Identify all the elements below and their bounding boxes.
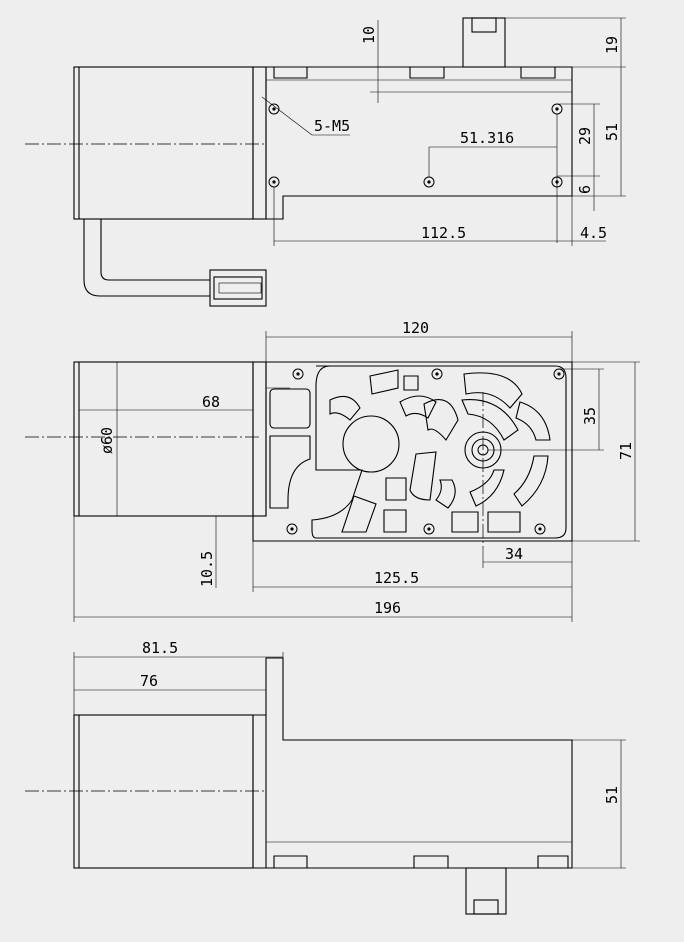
top-gearbox: [265, 66, 573, 220]
rib-13: [385, 477, 407, 501]
rib-6: [463, 372, 523, 409]
bottom-shaft-key: [473, 899, 499, 915]
rib-4: [399, 395, 437, 419]
rib-left-bottom: [269, 435, 311, 509]
label-5m5: 5-M5: [314, 117, 350, 135]
m5-hole-1: [268, 103, 280, 115]
front-hole-5: [423, 523, 435, 535]
connector-body: [213, 276, 263, 300]
top-slot-1: [273, 67, 308, 79]
rib-frame: [311, 365, 567, 539]
label-35: 35: [581, 407, 599, 425]
top-view: [25, 17, 626, 307]
label-105: 10.5: [198, 551, 216, 587]
label-19: 19: [603, 36, 621, 54]
leader-5m5: [261, 96, 313, 136]
label-1255: 125.5: [374, 569, 419, 587]
bottom-slot-2: [413, 855, 449, 868]
rib-17: [487, 511, 521, 533]
bottom-flange: [252, 714, 267, 869]
label-120: 120: [402, 319, 429, 337]
gear-ring-left: [342, 415, 400, 473]
top-slot-2: [409, 67, 445, 79]
rib-10: [469, 469, 505, 507]
connector-housing: [209, 269, 267, 307]
bottom-motor-body: [73, 714, 254, 869]
front-flange: [252, 361, 267, 517]
label-196: 196: [374, 599, 401, 617]
rib-9: [513, 455, 549, 507]
label-29: 29: [576, 127, 594, 145]
bottom-slot-3: [537, 855, 569, 868]
label-51-bottom: 51: [603, 786, 621, 804]
label-10: 10: [360, 26, 378, 44]
bottom-output-shaft: [465, 867, 507, 915]
front-hole-1: [292, 368, 304, 380]
rib-15: [383, 509, 407, 533]
rib-11: [435, 479, 456, 509]
rib-5: [423, 399, 459, 441]
label-6: 6: [576, 185, 594, 194]
label-68: 68: [202, 393, 220, 411]
rib-8: [515, 401, 551, 441]
rib-12: [409, 451, 437, 501]
label-51-top: 51: [603, 123, 621, 141]
top-shaft-key: [471, 17, 497, 33]
rib-7: [461, 399, 519, 441]
label-51316: 51.316: [460, 129, 514, 147]
label-34: 34: [505, 545, 523, 563]
dimension-labels: 10 19 5-M5 51.316 29 51 6 112.5 4.5 120 …: [98, 26, 635, 804]
label-815: 81.5: [142, 639, 178, 657]
top-motor-body: [73, 66, 254, 220]
label-76: 76: [140, 672, 158, 690]
label-dia60: ø60: [98, 427, 116, 454]
cable-outer: [83, 219, 210, 297]
label-71: 71: [617, 442, 635, 460]
bottom-gearbox: [265, 657, 573, 869]
connector-pins: [218, 282, 262, 294]
cable-inner: [100, 219, 210, 281]
front-hole-6: [534, 523, 546, 535]
top-m5-holes: [268, 103, 563, 188]
front-hole-2: [431, 368, 443, 380]
bottom-view: [25, 652, 626, 915]
top-slot-3: [520, 67, 556, 79]
front-view: [25, 331, 640, 622]
top-output-shaft: [462, 17, 506, 68]
rib-left-top: [269, 388, 311, 429]
front-hole-4: [286, 523, 298, 535]
label-1125: 112.5: [421, 224, 466, 242]
label-45: 4.5: [580, 224, 607, 242]
rib-16: [451, 511, 479, 533]
rib-2: [369, 369, 399, 395]
rib-3: [403, 375, 419, 391]
top-flange: [252, 66, 267, 220]
rib-1: [329, 395, 361, 421]
bottom-slot-1: [273, 855, 308, 868]
rib-14: [341, 495, 377, 533]
